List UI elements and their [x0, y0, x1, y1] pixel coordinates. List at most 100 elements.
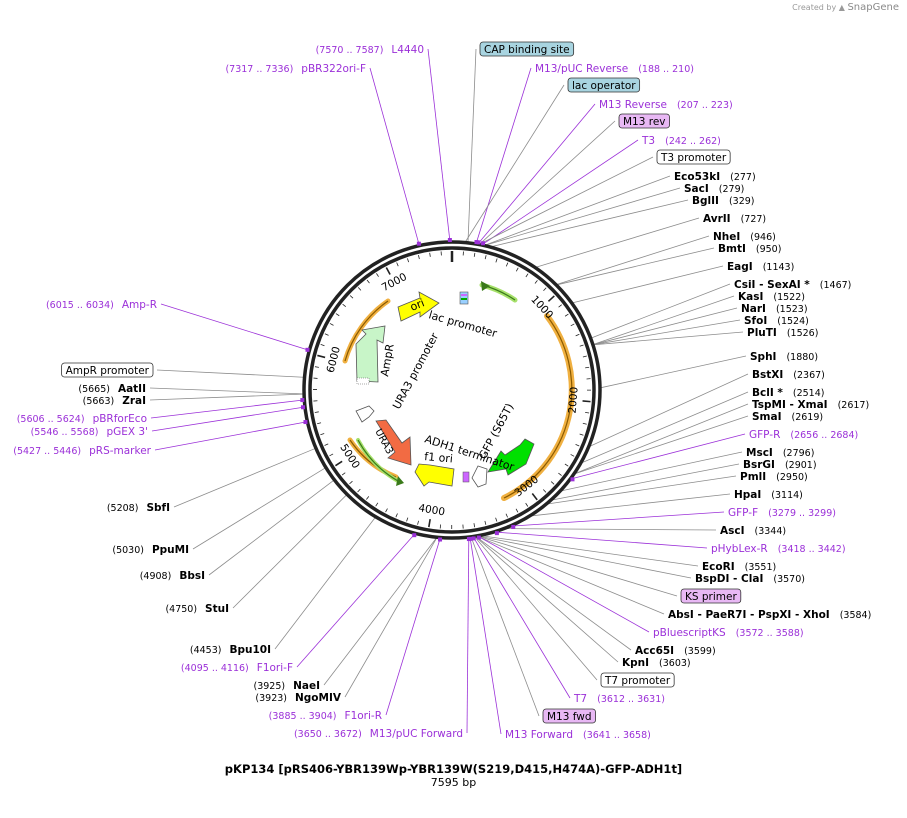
- right-label-14: CsiI - SexAI *(1467): [734, 279, 851, 291]
- leader-line: [482, 535, 699, 567]
- label-position: (5546 .. 5568): [31, 427, 99, 438]
- left-label-7: pGEX 3' (5546 .. 5568): [31, 426, 148, 438]
- tick-mark: [570, 323, 575, 327]
- tick-mark: [335, 313, 340, 317]
- tick-mark: [375, 502, 379, 507]
- label-name: Amp-R: [122, 299, 157, 311]
- label-name: CAP binding site: [484, 44, 570, 56]
- tick-mark: [543, 287, 547, 291]
- tick-mark: [334, 460, 343, 467]
- right-label-3: M13 Reverse(207 .. 223): [599, 99, 733, 111]
- tick-mark: [515, 267, 519, 272]
- label-position: (329): [729, 196, 755, 207]
- ura3-promoter-label: URA3 promoter: [390, 330, 441, 411]
- right-label-38: KpnI(3603): [622, 657, 691, 669]
- left-label-18: M13/pUC Forward(3650 .. 3672): [294, 728, 463, 740]
- leader-line: [600, 355, 747, 389]
- right-label-19: SphI(1880): [750, 351, 818, 363]
- leader-line: [465, 84, 565, 242]
- label-position: (3344): [755, 526, 787, 537]
- left-label-1: pBR322ori-F(7317 .. 7336): [225, 63, 366, 75]
- leader-line: [491, 199, 689, 247]
- label-name: Eco53kI: [674, 171, 720, 183]
- tick-mark: [385, 508, 388, 513]
- tick-mark: [525, 502, 529, 507]
- leader-line: [470, 537, 540, 717]
- label-position: (207 .. 223): [677, 100, 733, 111]
- label-name: pHybLex-R: [711, 543, 768, 555]
- label-name: SbfI: [146, 502, 170, 514]
- tick-mark: [406, 517, 409, 522]
- left-label-14: F1ori-F(4095 .. 4116): [181, 662, 293, 674]
- label-position: (7317 .. 7336): [225, 64, 293, 75]
- f1-marker: [462, 471, 470, 483]
- leader-line: [479, 535, 692, 579]
- primer-mark: [476, 240, 481, 245]
- primer-mark: [300, 398, 305, 403]
- right-label-29: GFP-F (3279 .. 3299): [728, 507, 836, 519]
- label-name: PpuMI: [152, 544, 189, 556]
- label-box: [61, 362, 154, 378]
- label-position: (5030): [112, 545, 144, 556]
- right-label-32: EcoRI(3551): [702, 561, 776, 573]
- primer-mark: [476, 535, 481, 540]
- primer-mark: [471, 536, 476, 541]
- label-box: [567, 77, 641, 93]
- label-name: ZraI: [122, 395, 146, 407]
- label-name: AvrII: [703, 213, 731, 225]
- tick-mark: [564, 463, 569, 467]
- snapgene-logo-icon: ▲: [838, 3, 845, 12]
- tick-mark: [585, 411, 590, 414]
- tick-mark: [366, 496, 370, 500]
- label-name: pGEX 3': [106, 426, 148, 438]
- label-position: (5665): [78, 384, 110, 395]
- snapgene-brand: Created by ▲ SnapGene: [792, 2, 899, 13]
- leader-line: [160, 303, 309, 351]
- label-name: NheI: [713, 231, 740, 243]
- tick-mark: [585, 366, 590, 369]
- label-leader-lines: [149, 48, 749, 735]
- tick-mark: [407, 258, 410, 263]
- right-label-12: BmtI(950): [718, 243, 781, 255]
- label-position: (1526): [787, 328, 819, 339]
- left-label-0: L4440(7570 .. 7587): [316, 44, 424, 56]
- leader-line: [154, 421, 307, 451]
- right-label-18: PluTI(1526): [747, 327, 818, 339]
- label-name: AmpR promoter: [66, 365, 150, 377]
- site-marks: [300, 238, 575, 542]
- leader-line: [556, 235, 710, 285]
- primer-mark: [466, 537, 471, 542]
- left-label-6: pBRforEco(5606 .. 5624): [17, 413, 147, 425]
- label-position: (4908): [140, 571, 172, 582]
- label-position: (3279 .. 3299): [768, 508, 836, 519]
- leader-line: [575, 415, 749, 474]
- tick-mark: [534, 280, 538, 284]
- tick-label: 7000: [380, 271, 409, 294]
- tick-mark: [582, 422, 587, 425]
- right-label-30: AscI(3344): [720, 525, 786, 537]
- tick-mark: [579, 344, 584, 347]
- label-name: BstXI: [752, 369, 783, 381]
- right-label-39: T7 promoter: [600, 672, 675, 688]
- label-position: (3612 .. 3631): [597, 694, 665, 705]
- leader-line: [296, 533, 415, 668]
- label-position: (2656 .. 2684): [790, 430, 858, 441]
- left-label-10: PpuMI (5030): [112, 544, 189, 556]
- label-box: [542, 708, 596, 724]
- label-name: TspMI - XmaI: [752, 399, 828, 411]
- leader-line: [475, 67, 532, 244]
- label-name: GFP-F: [728, 507, 758, 519]
- ura3-feature: [375, 419, 412, 466]
- right-label-2: lac operator: [567, 77, 641, 93]
- plasmid-title: pKP134 [pRS406-YBR139Wp-YBR139W(S219,D41…: [224, 762, 683, 776]
- leader-line: [208, 480, 334, 576]
- primer-mark: [570, 477, 575, 482]
- tick-mark: [547, 295, 555, 302]
- tick-mark: [505, 513, 508, 518]
- label-name: AatII: [118, 383, 146, 395]
- tick-mark: [558, 304, 562, 308]
- brand-created-by: Created by: [792, 3, 837, 12]
- label-name: M13/pUC Reverse: [535, 63, 628, 75]
- label-name: pRS-marker: [89, 445, 152, 457]
